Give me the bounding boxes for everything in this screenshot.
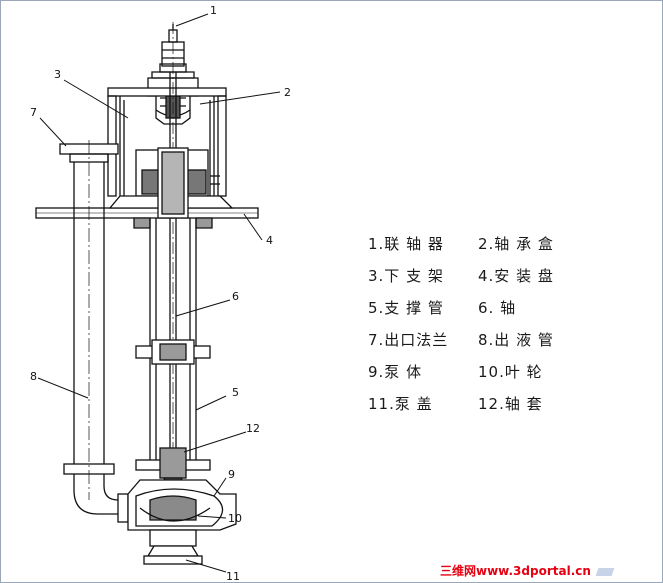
callout-6: 6: [232, 290, 239, 303]
legend-item: 5.支 撑 管: [368, 299, 444, 317]
callout-2: 2: [284, 86, 291, 99]
legend-item: 9.泵 体: [368, 363, 423, 381]
legend-item: 3.下 支 架: [368, 267, 444, 285]
callout-10: 10: [228, 512, 242, 525]
legend-item: 12.轴 套: [478, 395, 543, 413]
callout-12: 12: [246, 422, 260, 435]
callout-4: 4: [266, 234, 273, 247]
legend-item: 10.叶 轮: [478, 363, 543, 381]
legend-item: 2.轴 承 盒: [478, 235, 554, 253]
callout-8: 8: [30, 370, 37, 383]
watermark-logo-icon: [595, 567, 615, 576]
legend-item: 1.联 轴 器: [368, 235, 444, 253]
leader-lines: [37, 13, 281, 573]
legend-item: 7.出口法兰: [368, 331, 449, 349]
legend-item: 8.出 液 管: [478, 331, 554, 349]
watermark-text: 三维网www.3dportal.cn: [440, 564, 591, 578]
callout-7: 7: [30, 106, 37, 119]
callout-9: 9: [228, 468, 235, 481]
outlet-pipe: [59, 140, 129, 523]
pump-body: [127, 479, 237, 565]
callout-5: 5: [232, 386, 239, 399]
callout-3: 3: [54, 68, 61, 81]
mounting-plate: [35, 195, 259, 229]
legend-item: 4.安 装 盘: [478, 267, 554, 285]
legend-item: 11.泵 盖: [368, 395, 433, 413]
legend-item: 6. 轴: [478, 299, 517, 317]
callout-1: 1: [210, 4, 217, 17]
watermark: 三维网www.3dportal.cn: [440, 562, 615, 580]
callout-labels: 1 2 3 4 5 6 7 8 9 10 11 12: [30, 4, 291, 583]
shaft: [157, 22, 189, 495]
callout-11: 11: [226, 570, 240, 583]
